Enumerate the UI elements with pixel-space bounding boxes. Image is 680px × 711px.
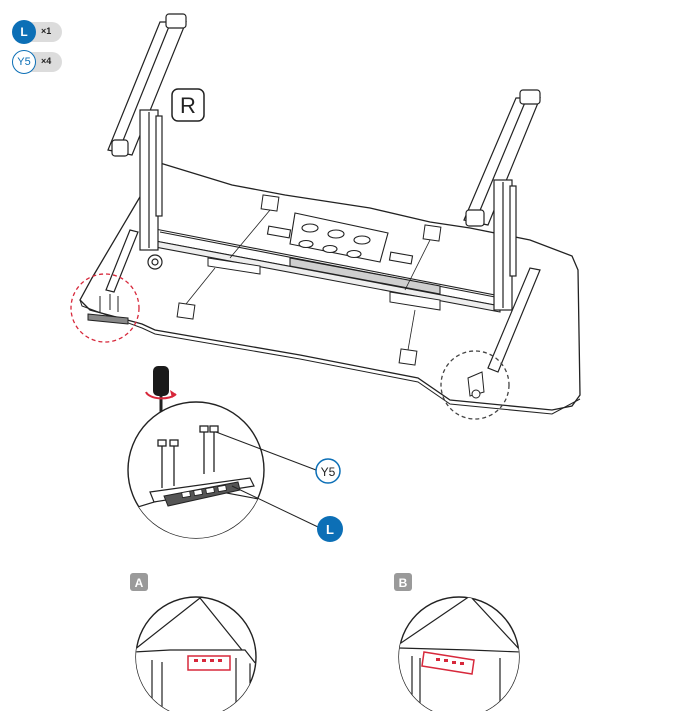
parts-list: L ×1 Y5 ×4 <box>12 20 62 80</box>
part-l-badge: L <box>12 20 36 44</box>
l-leader <box>231 485 319 528</box>
callout-l-label: L <box>326 522 334 537</box>
side-label-box <box>171 88 205 122</box>
crossbar <box>149 227 501 313</box>
part-y5-pill: Y5 ×4 <box>12 50 62 74</box>
part-y5-badge: Y5 <box>12 50 36 74</box>
left-leg <box>105 13 187 293</box>
detail-bracket-l <box>163 481 241 507</box>
part-l-pill: L ×1 <box>12 20 62 44</box>
option-b-label: B <box>399 576 408 590</box>
right-zoom-circle <box>440 350 510 420</box>
part-l-quantity: ×1 <box>41 26 52 36</box>
callout-l-badge <box>317 516 343 542</box>
detail-content <box>128 425 264 538</box>
cable-tray <box>266 212 414 265</box>
part-y5-quantity: ×4 <box>41 56 52 66</box>
callout-y5-badge <box>315 458 341 484</box>
right-bracket-small <box>467 371 485 399</box>
detail-screws-y5 <box>157 425 219 488</box>
left-bracket-small <box>87 294 129 325</box>
left-zoom-circle <box>70 273 140 343</box>
option-b-detail <box>399 597 519 711</box>
option-a-badge <box>130 573 148 591</box>
side-label: R <box>180 93 196 118</box>
right-leg <box>463 89 541 373</box>
desktop-edge <box>79 299 581 415</box>
callout-y5-label: Y5 <box>321 465 336 479</box>
mounting-plates <box>176 194 442 366</box>
y5-leader <box>215 431 317 471</box>
desktop-outline <box>79 162 581 411</box>
option-b-badge <box>394 573 412 591</box>
option-a-label: A <box>135 576 144 590</box>
